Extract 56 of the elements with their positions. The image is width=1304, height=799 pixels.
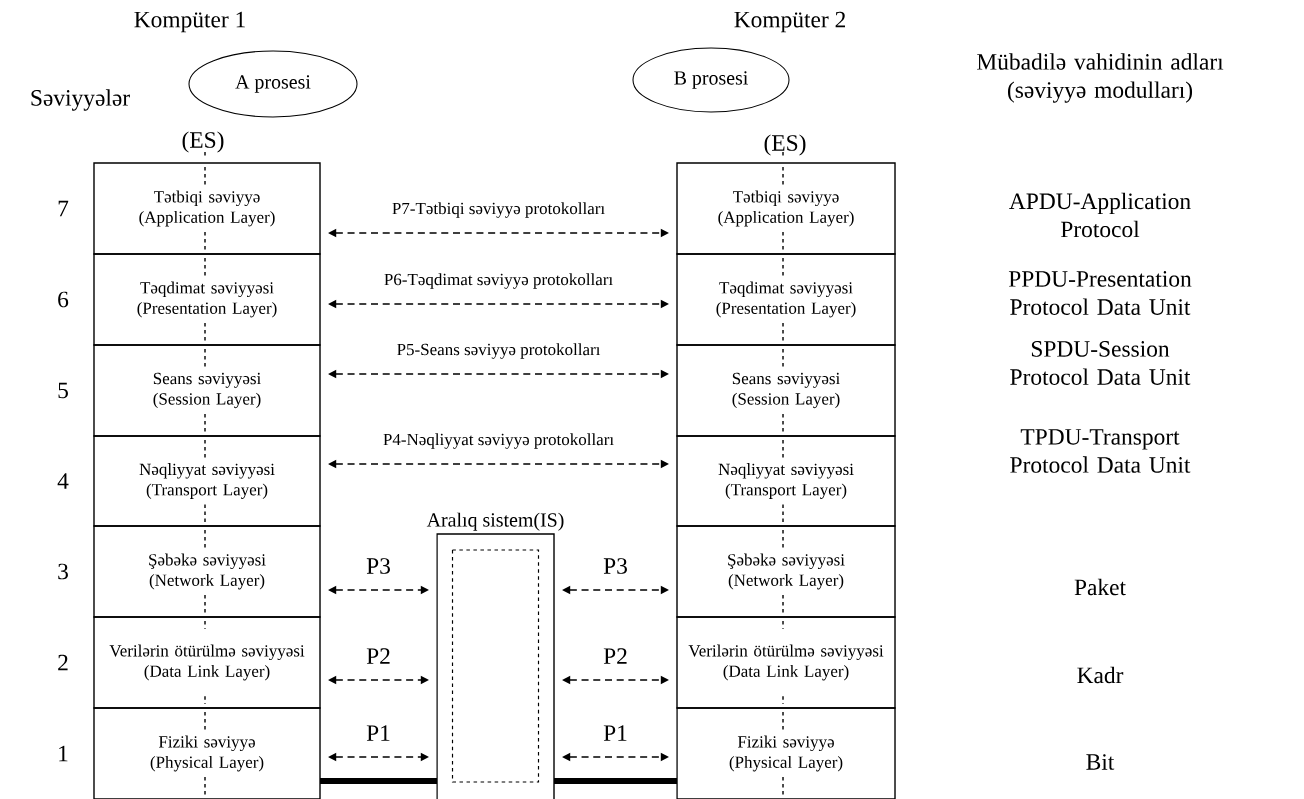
arrow [328, 675, 429, 685]
arrow [328, 369, 669, 379]
arrow [328, 752, 429, 762]
edge-label: P3 [364, 556, 393, 576]
layer-box: Şəbəkə səviyyəsi (Network Layer) [676, 525, 896, 618]
label-text: 6 [58, 291, 69, 308]
arrow [328, 299, 669, 309]
layer-box: Təqdimat səviyyəsi (Presentation Layer) [676, 253, 896, 346]
label-text: Paket [1074, 578, 1126, 596]
label-text: (ES) [764, 134, 806, 156]
label-text: (ES) [182, 131, 224, 153]
label-text: Kadr [1077, 666, 1124, 684]
layer-box: Şəbəkə səviyyəsi (Network Layer) [93, 525, 321, 618]
system-box: Aralıq sistem(IS) [426, 512, 564, 799]
label-text: 4 [57, 473, 69, 489]
label-text: SPDU-Session Protocol Data Unit [1010, 341, 1191, 385]
layer-box: Verilərin ötürülmə səviyyəsi (Data Link Layer) [676, 616, 896, 709]
arrow [328, 459, 669, 469]
edge-label: P6-Təqdimat səviyyə protokolları [382, 272, 615, 290]
layer-box: Təqdimat səviyyəsi (Presentation Layer) [93, 253, 321, 346]
edge-label: P4-Nəqliyyat səviyyə protokolları [381, 432, 616, 450]
edge-label: P1 [601, 724, 630, 742]
layer-box: Seans səviyyəsi (Session Layer) [676, 344, 896, 437]
layer-box: Fiziki səviyyə (Physical Layer) [93, 707, 321, 799]
arrow [562, 675, 669, 685]
label-text: 7 [58, 200, 69, 217]
layer-box: Tətbiqi səviyyə (Application Layer) [93, 162, 321, 255]
layer-box: Fiziki səviyyə (Physical Layer) [676, 707, 896, 799]
label-text: 2 [58, 654, 68, 671]
label-text: Səviyyələr [31, 89, 130, 111]
label-text: Bit [1086, 754, 1115, 770]
arrow [562, 585, 669, 595]
arrow [328, 228, 669, 238]
label-text: 1 [59, 745, 68, 762]
label-text: Mübadilə vahidinin adları (səviyyə modulları) [977, 53, 1224, 103]
label-text: 5 [58, 382, 68, 399]
label-text: TPDU-Transport Protocol Data Unit [1010, 429, 1191, 473]
layer-box: Nəqliyyat səviyyəsi (Transport Layer) [93, 435, 321, 527]
edge-label: P2 [364, 647, 393, 665]
layer-box: Seans səviyyəsi (Session Layer) [93, 344, 321, 437]
edge-label: P3 [601, 556, 630, 576]
edge-label: P5-Seans səviyyə protokolları [395, 342, 602, 360]
layer-box: Verilərin ötürülmə səviyyəsi (Data Link Layer) [93, 616, 321, 709]
arrow [328, 585, 429, 595]
edge-label: P1 [364, 724, 393, 742]
node-label: Aralıq sistem(IS) [426, 512, 564, 531]
edge-label: P7-Tətbiqi səviyyə protokolları [390, 201, 607, 219]
layer-box: Tətbiqi səviyyə (Application Layer) [676, 162, 896, 255]
label-text: APDU-Application Protocol [1009, 192, 1191, 238]
label-text: 3 [58, 563, 68, 580]
edge-label: P2 [601, 647, 630, 665]
label-text: Kompüter 2 [734, 11, 845, 33]
label-text: PPDU-Presentation Protocol Data Unit [1008, 271, 1192, 315]
label-text: Kompüter 1 [134, 11, 245, 33]
arrow [562, 752, 669, 762]
layer-box: Nəqliyyat səviyyəsi (Transport Layer) [676, 435, 896, 527]
